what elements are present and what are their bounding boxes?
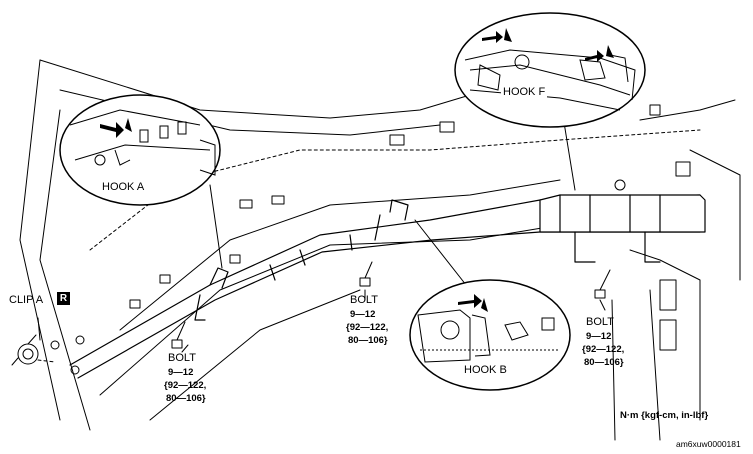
- clip-a-part: [11, 334, 56, 366]
- hook-a-label: HOOK A: [100, 181, 147, 193]
- r-badge: R: [57, 292, 70, 305]
- bolt-torque-sub2-left: 80—106}: [166, 393, 206, 404]
- bolt-torque-sub1-center: {92—122,: [346, 322, 389, 333]
- bolt-torque-sub1-left: {92—122,: [164, 380, 207, 391]
- bolt-torque-center: 9—12: [350, 309, 376, 320]
- hook-b-label: HOOK B: [462, 364, 509, 376]
- detail-circle-hook-a: [59, 94, 221, 206]
- bolt-hardware: [171, 261, 611, 349]
- figure-code: am6xuw0000181: [676, 439, 741, 449]
- detail-circle-hook-f: [454, 12, 646, 128]
- bolt-torque-left: 9—12: [168, 367, 194, 378]
- clip-a-label: CLIP A: [9, 294, 44, 306]
- hook-f-label: HOOK F: [501, 86, 548, 98]
- units-note: N·m {kgf-cm, in-lbf}: [620, 410, 709, 421]
- bolt-label-right: BOLT: [586, 316, 614, 328]
- bolt-label-left: BOLT: [168, 352, 196, 364]
- bolt-label-center: BOLT: [350, 294, 378, 306]
- bolt-torque-sub2-center: 80—106}: [348, 335, 388, 346]
- bolt-torque-right: 9—12: [586, 331, 612, 342]
- bolt-torque-sub2-right: 80—106}: [584, 357, 624, 368]
- detail-circle-hook-b: [409, 279, 571, 391]
- bolt-torque-sub1-right: {92—122,: [582, 344, 625, 355]
- body-holes: [50, 104, 691, 375]
- curtain-airbag-module: [69, 194, 706, 379]
